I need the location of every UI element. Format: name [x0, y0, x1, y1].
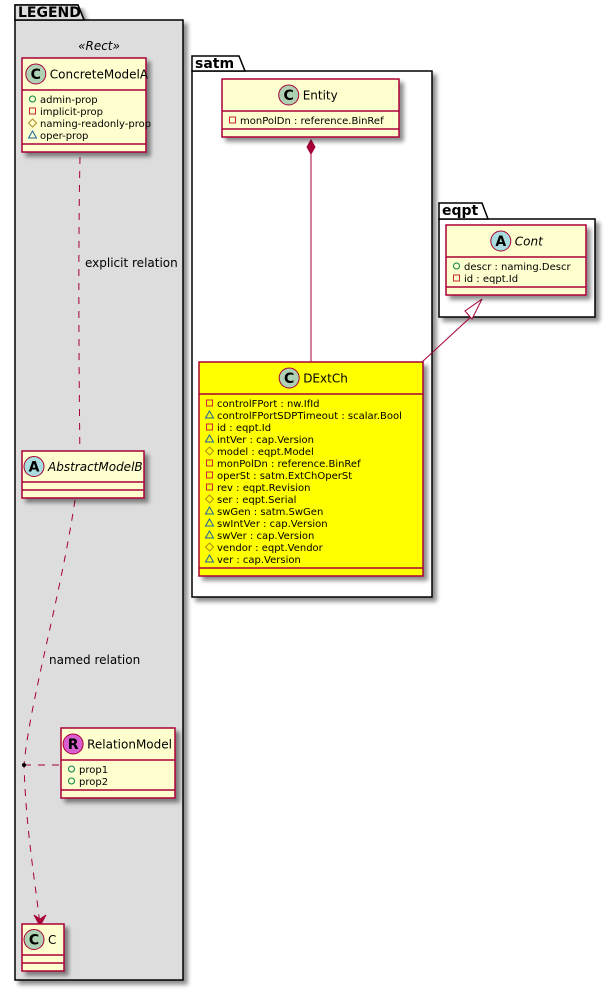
class-attribute: prop1: [79, 765, 108, 776]
class-attribute: ver : cap.Version: [217, 555, 301, 566]
class-attribute: rev : eqpt.Revision: [217, 483, 310, 494]
package-legend-title: LEGEND: [18, 5, 81, 21]
package-visibility-icon: [204, 517, 215, 527]
package-visibility-icon: [204, 433, 215, 443]
composition-diamond-icon: [306, 138, 316, 156]
private-visibility-icon: [453, 274, 460, 282]
stereotype-letter: R: [68, 737, 79, 753]
public-visibility-icon: [453, 262, 460, 270]
private-visibility-icon: [206, 423, 213, 431]
protected-visibility-icon: [204, 446, 215, 456]
stereotype-letter: C: [284, 371, 294, 387]
class-attribute: monPolDn : reference.BinRef: [240, 116, 384, 127]
class-attribute: controlFPortSDPTimeout : scalar.Bool: [217, 411, 402, 422]
class-attribute: intVer : cap.Version: [217, 435, 314, 446]
class-name: C: [48, 933, 56, 947]
stereotype-letter: A: [495, 234, 506, 250]
private-visibility-icon: [229, 116, 236, 124]
package-satm-title: satm: [195, 56, 234, 72]
abstract-stereotype-icon: [23, 456, 45, 477]
class-stereotype-icon: [25, 63, 47, 85]
class-attribute: admin-prop: [40, 95, 98, 106]
package-visibility-icon: [204, 553, 215, 563]
public-visibility-icon: [68, 777, 75, 785]
stereotype-letter: C: [284, 88, 294, 104]
class-name: AbstractModelB: [47, 460, 143, 474]
relation-composition[interactable]: [306, 138, 316, 363]
class-attribute: id : eqpt.Id: [217, 423, 271, 434]
public-visibility-icon: [68, 765, 75, 773]
class-attribute: vendor : eqpt.Vendor: [217, 543, 324, 554]
class-name: ConcreteModelA: [50, 68, 149, 82]
class-attribute: swVer : cap.Version: [217, 531, 314, 542]
class-name: DExtCh: [303, 372, 348, 386]
relation-stereotype-icon: [62, 733, 84, 755]
relation-generalization[interactable]: [421, 298, 483, 363]
stereotype-letter: C: [29, 933, 39, 949]
class-attribute: oper-prop: [40, 131, 88, 142]
class-attribute: implicit-prop: [40, 107, 103, 118]
class-attribute: descr : naming.Descr: [464, 262, 571, 273]
private-visibility-icon: [206, 471, 213, 479]
protected-visibility-icon: [204, 542, 215, 552]
abstract-stereotype-icon: [490, 230, 512, 252]
package-visibility-icon: [204, 505, 215, 515]
class-concrete-a[interactable]: C ConcreteModelA admin-propimplicit-propna…: [21, 57, 151, 153]
class-dextch[interactable]: C DExtCh controlFPort : nw.IfIdcontrolFPor…: [198, 361, 424, 577]
relation-named-label: named relation: [49, 653, 140, 667]
class-attribute: model : eqpt.Model: [217, 447, 314, 458]
package-visibility-icon: [27, 129, 38, 139]
class-stereotype-icon: [23, 929, 45, 950]
class-stereotype-icon: [278, 367, 300, 389]
class-abstract-b[interactable]: A AbstractModelB: [21, 450, 145, 499]
class-attribute: swGen : satm.SwGen: [217, 507, 323, 518]
private-visibility-icon: [206, 399, 213, 407]
class-attribute: naming-readonly-prop: [40, 119, 151, 130]
relation-named[interactable]: named relation: [22, 499, 140, 928]
package-eqpt-title: eqpt: [442, 203, 479, 219]
private-visibility-icon: [206, 483, 213, 491]
legend-stereotype: «Rect»: [78, 39, 120, 53]
class-attribute: swIntVer : cap.Version: [217, 519, 328, 530]
association-point-icon: [22, 763, 26, 767]
class-entity[interactable]: C Entity monPolDn : reference.BinRef: [221, 78, 400, 138]
protected-visibility-icon: [27, 118, 38, 128]
public-visibility-icon: [29, 95, 36, 103]
package-visibility-icon: [204, 409, 215, 419]
private-visibility-icon: [29, 107, 36, 115]
class-name: RelationModel: [87, 738, 172, 752]
class-name: Cont: [515, 235, 544, 249]
class-attribute: prop2: [79, 777, 108, 788]
class-name: Entity: [303, 89, 338, 103]
class-attribute: ser : eqpt.Serial: [217, 495, 296, 506]
inheritance-triangle-icon: [464, 298, 483, 320]
package-legend[interactable]: LEGEND «Rect»: [14, 4, 184, 981]
class-attribute: monPolDn : reference.BinRef: [217, 459, 361, 470]
relation-explicit-label: explicit relation: [85, 256, 178, 270]
arrow-head-icon: [33, 914, 47, 928]
stereotype-letter: A: [29, 460, 40, 476]
class-attribute: operSt : satm.ExtChOperSt: [217, 471, 352, 482]
stereotype-letter: C: [31, 67, 41, 83]
class-stereotype-icon: [278, 84, 300, 106]
package-visibility-icon: [204, 529, 215, 539]
private-visibility-icon: [206, 459, 213, 467]
class-attribute: id : eqpt.Id: [464, 274, 518, 285]
class-attribute: controlFPort : nw.IfId: [217, 399, 320, 410]
protected-visibility-icon: [204, 494, 215, 504]
